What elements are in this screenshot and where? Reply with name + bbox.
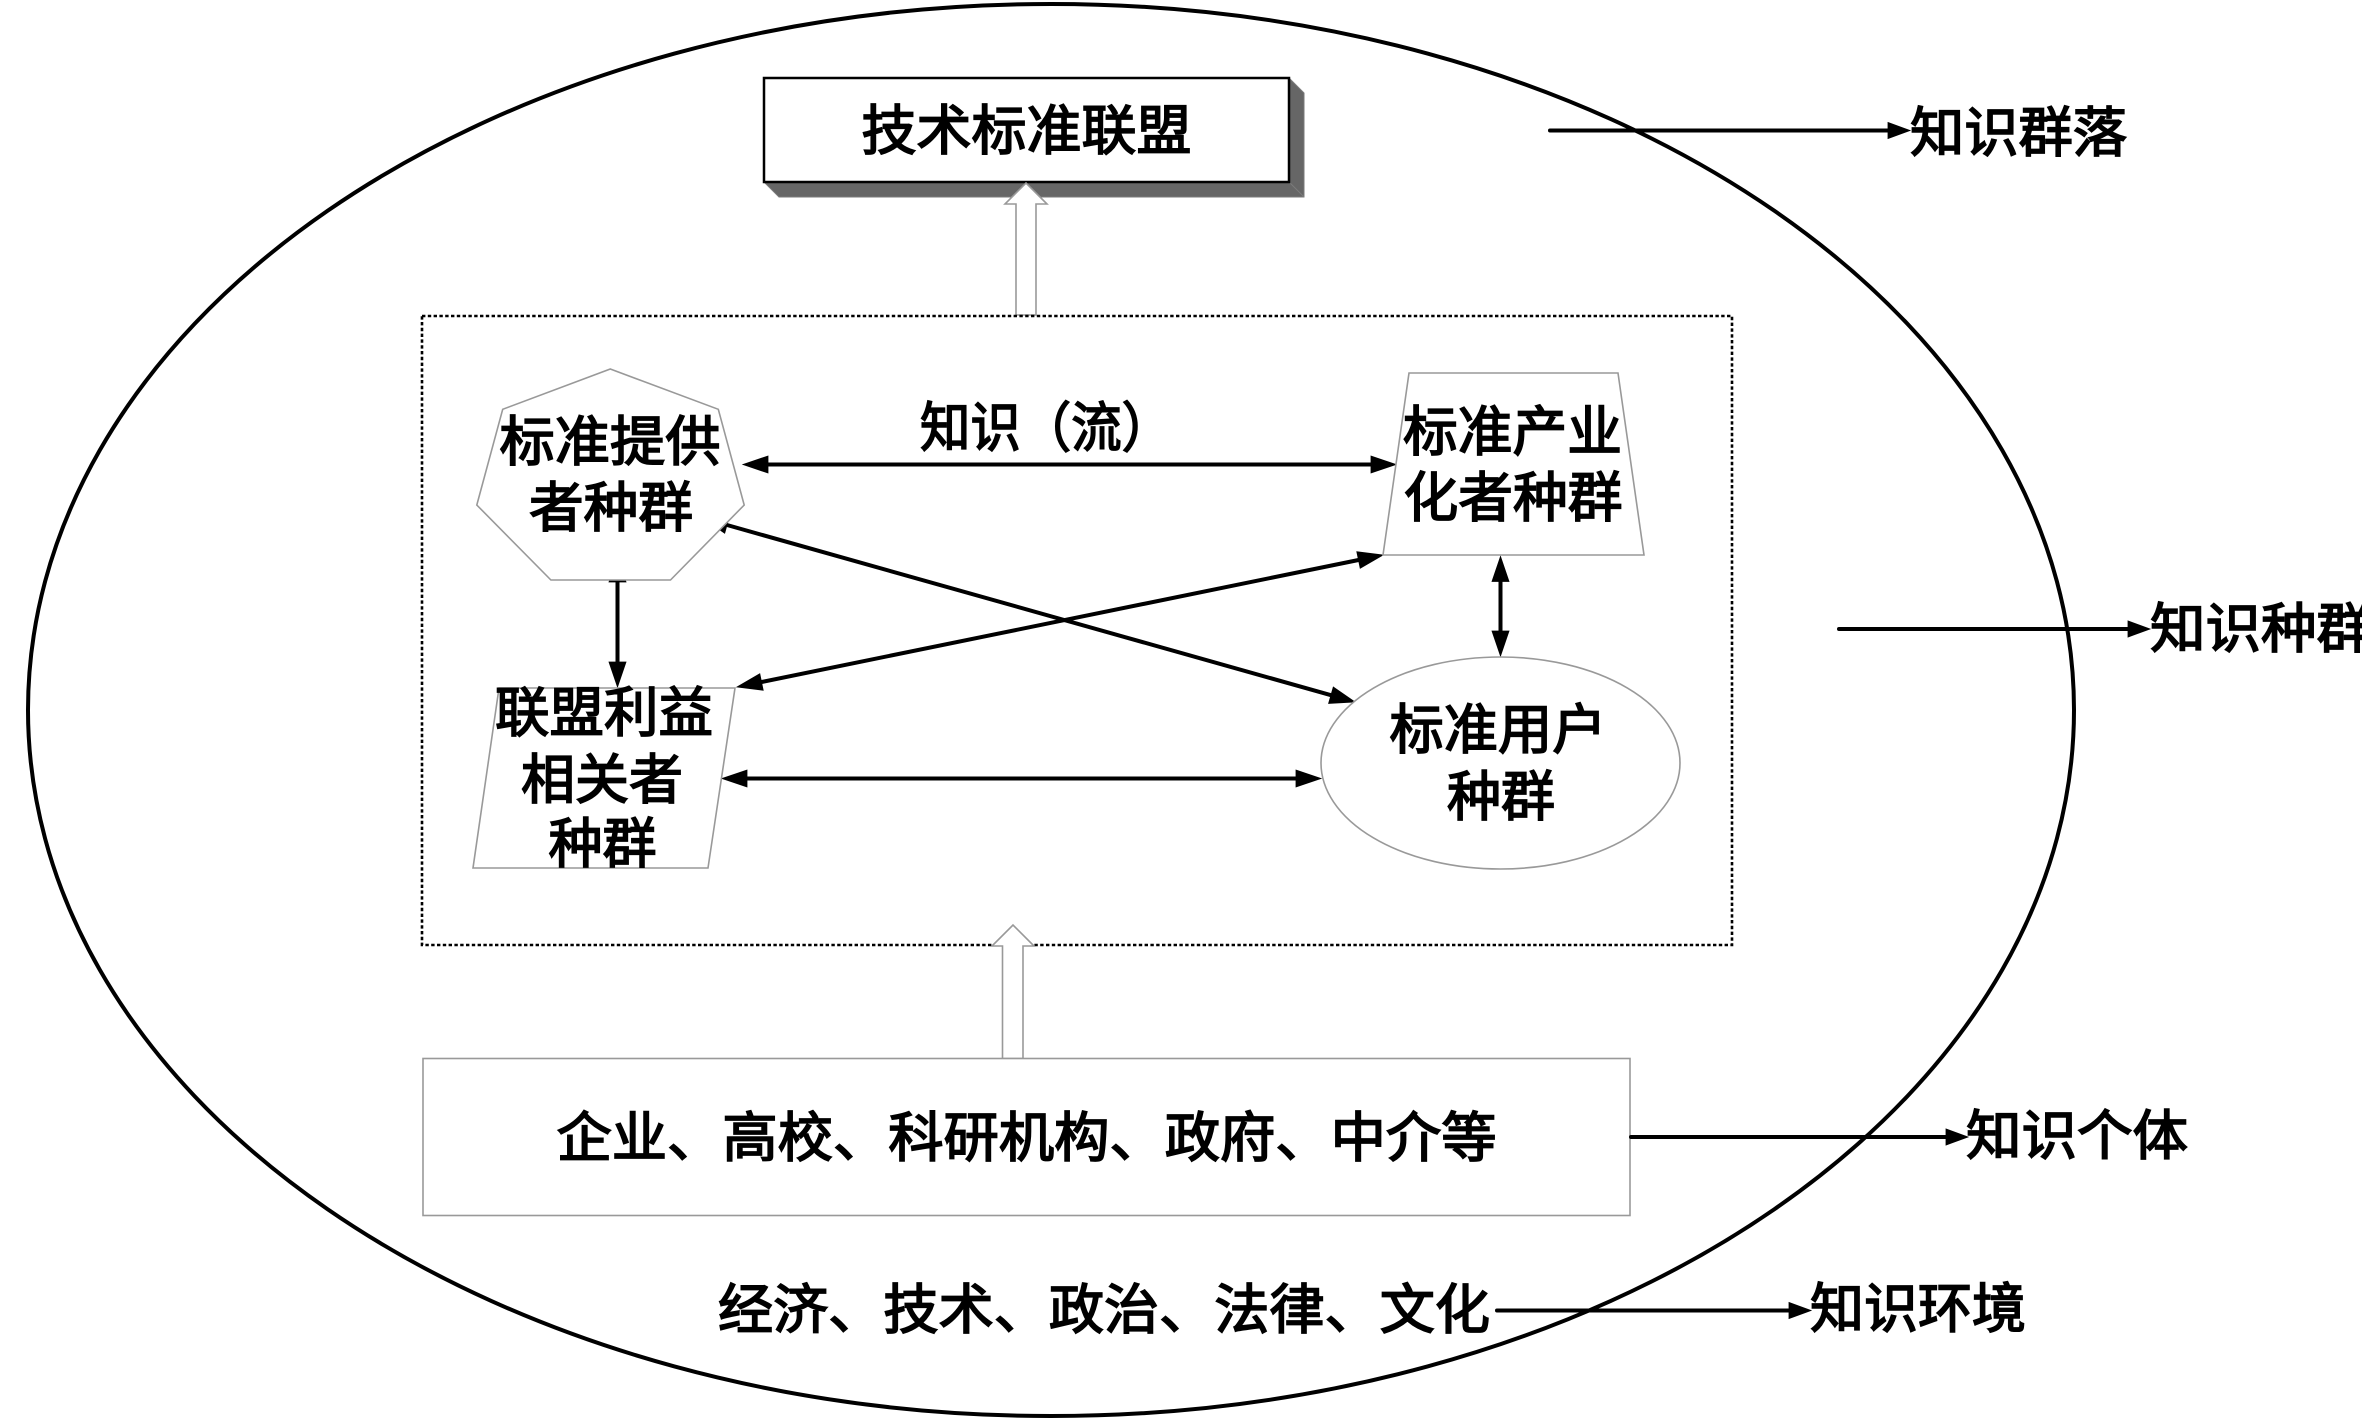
alliance-label: 技术标准联盟 [862,100,1192,163]
level-pointer-individual: 知识个体 [1629,1105,2188,1168]
arrow-industrializer-user [1491,555,1510,658]
arrow-shaft [726,523,1332,698]
individuals-label: 企业、高校、科研机构、政府、中介等 [557,1107,1497,1170]
arrow-shaft [761,558,1359,684]
arrow-stakeholder-user [720,769,1323,788]
heptagon-shape [475,368,746,581]
knowledge-community-ellipse [26,2,2076,1418]
level-label-environment: 知识环境 [1810,1278,2026,1341]
provider-label-line-1: 标准提供 [500,411,721,474]
stakeholder-label-line-2: 相关者 [521,749,683,812]
parallelogram-shape [472,687,736,869]
alliance-box-shadow-right [1288,77,1305,198]
arrowhead-right [1370,455,1398,474]
arrowhead-right [2127,620,2152,638]
level-label-individual: 知识个体 [1966,1105,2188,1168]
level-pointer-community: 知识群落 [1548,102,2128,165]
arrowhead-start [735,673,764,691]
industrializer-label-line-2: 化者种群 [1404,467,1623,530]
arrow-provider-industrializer [741,455,1398,474]
arrowhead-left [720,769,748,788]
individuals-box: 企业、高校、科研机构、政府、中介等 [422,1057,1631,1217]
arrowhead-right [1788,1301,1813,1320]
level-label-community: 知识群落 [1910,102,2128,165]
provider-population-node: 标准提供 者种群 [475,368,746,581]
user-population-node: 标准用户 种群 [1320,656,1681,870]
level-label-population: 知识种群 [2150,598,2362,661]
ellipse-shape [1320,656,1681,870]
provider-label-line-2: 者种群 [529,477,693,540]
arrowhead-down [608,661,627,689]
hollow-up-arrow-to-populations [990,923,1036,1060]
arrowhead-right [1295,769,1323,788]
knowledge-population-container [420,314,1734,947]
arrowhead-left [741,455,769,474]
level-pointer-environment: 知识环境 [1495,1278,2026,1341]
industrializer-label-line-1: 标准产业 [1403,401,1622,464]
stakeholder-label-line-1: 联盟利益 [495,682,713,745]
arrowhead-right [1945,1128,1970,1146]
arrowhead-end [1356,551,1385,569]
level-pointer-population: 知识种群 [1837,598,2362,661]
industrializer-population-node: 标准产业 化者种群 [1382,372,1645,556]
alliance-box: 技术标准联盟 [762,76,1305,198]
alliance-box-face [762,76,1291,184]
hollow-up-arrow-to-alliance [1003,181,1049,316]
user-label-line-2: 种群 [1447,766,1555,829]
arrowhead-up [1491,555,1510,582]
trapezoid-shape [1382,372,1645,556]
arrowhead-down [1491,630,1510,658]
individuals-box-frame [422,1057,1631,1217]
stakeholder-population-node: 联盟利益 相关者 种群 [472,682,736,876]
user-label-line-1: 标准用户 [1390,699,1607,762]
environment-label: 经济、技术、政治、法律、文化 [718,1279,1490,1342]
arrowhead-end [1328,686,1357,704]
knowledge-flow-label: 知识（流） [920,397,1172,460]
stakeholder-label-line-3: 种群 [549,813,657,876]
arrow-stakeholder-industrializer [735,551,1385,691]
arrowhead-right [1887,121,1912,140]
